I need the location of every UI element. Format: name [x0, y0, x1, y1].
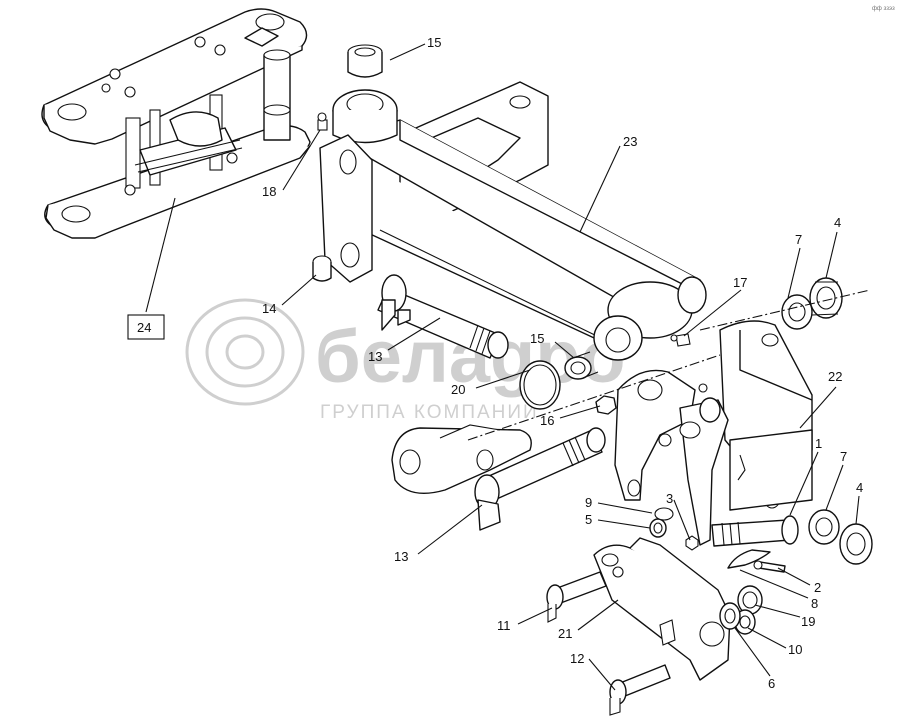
- bushing-part-15-lower: [564, 351, 599, 380]
- callout-12: 12: [570, 651, 584, 666]
- pin-part-13-lower: [474, 427, 606, 531]
- callout-13-lower: 13: [394, 549, 408, 564]
- callout-6: 6: [768, 676, 775, 691]
- bolt-part-1: [711, 515, 799, 547]
- callout-15-top: 15: [427, 35, 441, 50]
- bracket-part-22: [719, 320, 813, 511]
- callout-3: 3: [666, 491, 673, 506]
- nut-part-3: [685, 535, 699, 551]
- leader-lines: [145, 43, 871, 691]
- plate-part-21: [593, 537, 731, 681]
- o-ring-part-20: [519, 360, 561, 410]
- callout-20: 20: [451, 382, 465, 397]
- callout-11: 11: [497, 618, 511, 633]
- callout-22: 22: [828, 369, 842, 384]
- washer-part-6: [719, 602, 741, 630]
- pivot-arm: [614, 369, 729, 546]
- washer-part-19: [737, 585, 763, 615]
- grease-nipple-part-17: [670, 333, 691, 347]
- callout-2: 2: [814, 580, 821, 595]
- nut-part-4-upper: [809, 277, 843, 319]
- grease-nipple-part-18: [317, 112, 328, 131]
- callout-5: 5: [585, 512, 592, 527]
- callout-21: 21: [558, 626, 572, 641]
- pin-part-12: [609, 664, 671, 716]
- bushing-part-14: [312, 255, 332, 282]
- watermark-subtitle: ГРУППА КОМПАНИЙ: [320, 401, 539, 423]
- callout-13-upper: 13: [368, 349, 382, 364]
- nut-part-4-lower: [839, 523, 873, 565]
- callout-4-lower: 4: [856, 480, 863, 495]
- callout-4-upper: 4: [834, 215, 841, 230]
- washer-part-7-lower: [808, 509, 840, 545]
- callout-9: 9: [585, 495, 592, 510]
- link-arm: [391, 424, 532, 494]
- callout-10: 10: [788, 642, 802, 657]
- callout-7-lower: 7: [840, 449, 847, 464]
- main-beam-part-23: [319, 81, 707, 361]
- hitch-bracket-part-24: [41, 8, 311, 239]
- pin-part-13-upper: [377, 274, 509, 359]
- bushing-part-15-top: [347, 44, 383, 78]
- callout-17: 17: [733, 275, 747, 290]
- callout-19: 19: [801, 614, 815, 629]
- washer-part-5: [649, 518, 667, 538]
- corner-code: фф ззэз: [872, 6, 895, 12]
- callout-24: 24: [137, 320, 151, 335]
- cotter-pin-part-8: [727, 549, 771, 569]
- nut-part-16: [595, 395, 617, 415]
- callout-labels: 15 23 18 14 24 13 15 20 16 17 7 4 22 1 7…: [127, 35, 863, 691]
- callout-8: 8: [811, 596, 818, 611]
- callout-14: 14: [262, 301, 276, 316]
- callout-23: 23: [623, 134, 637, 149]
- callout-7-upper: 7: [795, 232, 802, 247]
- callout-16: 16: [540, 413, 554, 428]
- callout-1: 1: [815, 436, 822, 451]
- screw-part-2: [753, 560, 786, 573]
- pin-part-11: [546, 571, 607, 623]
- callout-15-lower: 15: [530, 331, 544, 346]
- callout-18: 18: [262, 184, 276, 199]
- washer-part-9: [654, 507, 674, 521]
- washer-part-7-upper: [781, 294, 813, 330]
